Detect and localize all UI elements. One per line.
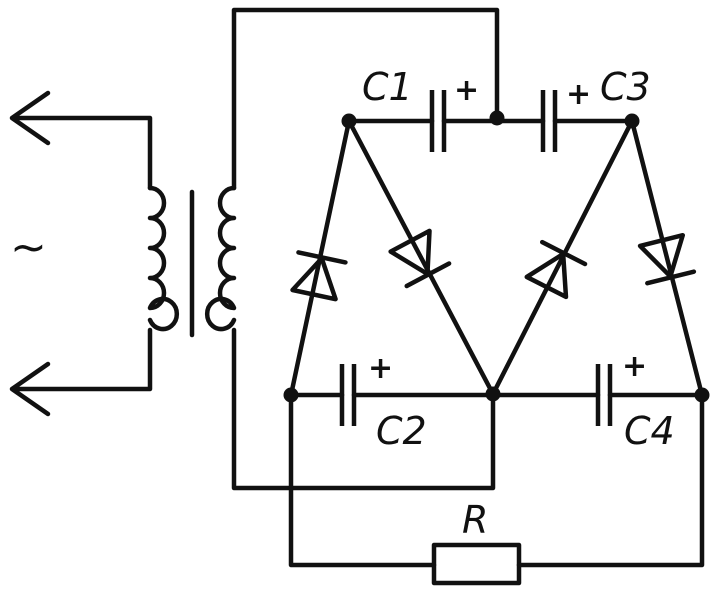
- resistor-r: [431, 542, 522, 586]
- diode-d1: [290, 250, 348, 302]
- load-loop: [288, 392, 705, 586]
- secondary-winding: [204, 185, 237, 332]
- label-c3: C3: [600, 65, 651, 109]
- junction-top-right: [624, 113, 640, 129]
- transformer: [147, 7, 500, 491]
- ac-input: ~: [9, 90, 153, 417]
- secondary-lead-bottom: [231, 327, 496, 491]
- component-labels: C1 + + C3 + C2 + C4 R: [362, 65, 675, 542]
- input-arrow-top: [9, 90, 153, 191]
- diode-network: [288, 118, 705, 398]
- label-r: R: [462, 498, 488, 542]
- load-wire-left: [288, 392, 437, 568]
- load-wire-right: [516, 392, 705, 568]
- leg-center-left: [346, 118, 496, 397]
- label-c1: C1: [362, 65, 413, 109]
- leg-right: [629, 118, 705, 398]
- middle-rail: [288, 364, 705, 426]
- junction-mid-center: [485, 386, 501, 402]
- plus-c4: +: [622, 349, 647, 384]
- secondary-lead-top: [231, 7, 500, 191]
- ac-symbol: ~: [10, 222, 47, 273]
- junctions: [283, 110, 710, 403]
- diode-d2: [388, 228, 452, 289]
- diode-d4: [637, 232, 697, 286]
- diode-d3: [524, 239, 588, 300]
- plus-c1: +: [454, 73, 479, 108]
- plus-c2: +: [368, 351, 393, 386]
- junction-mid-right: [694, 387, 710, 403]
- junction-top-mid: [489, 110, 505, 126]
- input-arrow-bottom: [9, 327, 153, 417]
- junction-top-left: [341, 113, 357, 129]
- label-c2: C2: [376, 409, 427, 453]
- label-c4: C4: [624, 409, 675, 453]
- primary-winding: [147, 185, 180, 332]
- plus-c3: +: [566, 77, 591, 112]
- junction-mid-left: [283, 387, 299, 403]
